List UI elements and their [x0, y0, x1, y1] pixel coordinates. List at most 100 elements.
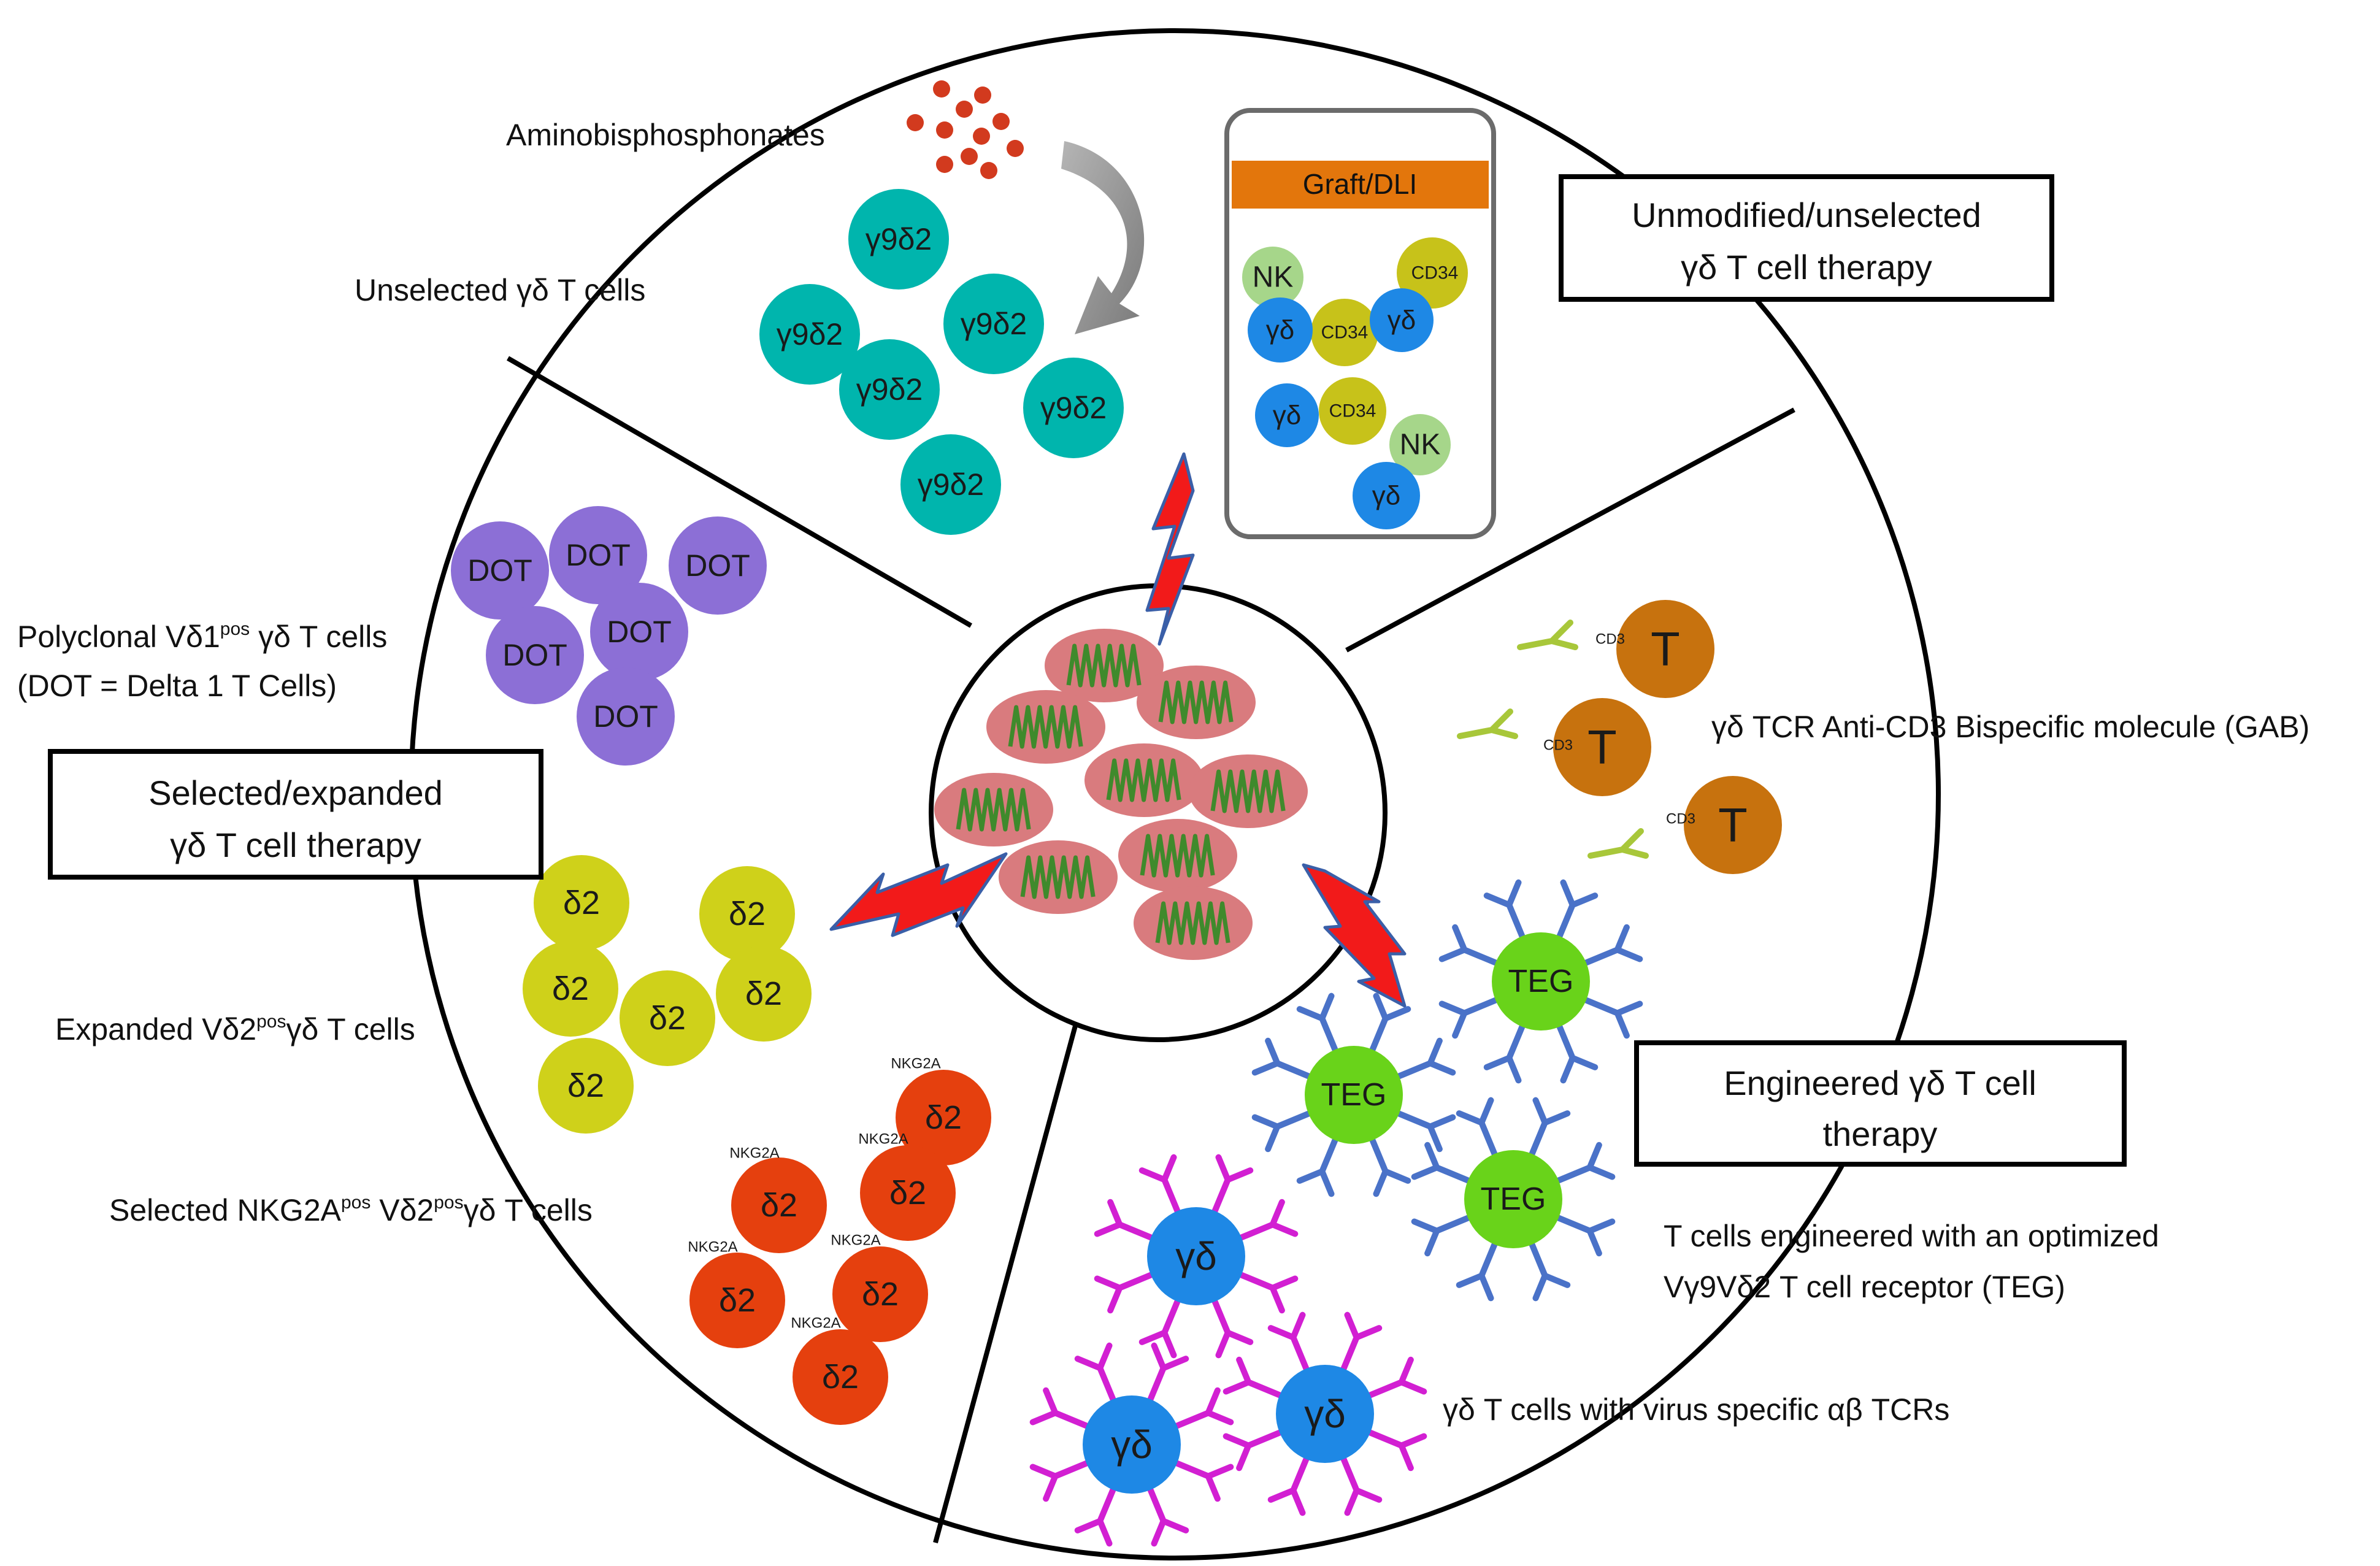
cd3-antibody-icon — [1587, 828, 1649, 859]
dot-cell-body — [669, 516, 767, 615]
delta2-cell-body — [699, 866, 795, 962]
receptor-icon — [1267, 1311, 1310, 1372]
g9d2-cell-label: γ9δ2 — [1040, 391, 1107, 425]
molecule-dot — [936, 156, 953, 173]
teg-cell-label: TEG — [1481, 1181, 1546, 1217]
receptor-icon — [1555, 1215, 1616, 1257]
graft-cd34-cell-label: CD34 — [1411, 263, 1459, 283]
virus-specific-gd-cell: γδ — [1094, 1154, 1299, 1359]
dot-cell-label: DOT — [566, 538, 631, 572]
teg-cell-label: TEG — [1508, 964, 1574, 999]
cd3-antibody-icon — [1517, 620, 1578, 650]
tumor-cell-body — [934, 773, 1053, 846]
box-unmodified-line2: γδ T cell therapy — [1681, 248, 1932, 286]
receptor-icon — [1556, 1023, 1599, 1084]
tumor-cell-body — [1134, 886, 1253, 960]
teg-cell-body — [1492, 932, 1590, 1031]
receptor-icon — [1483, 1023, 1526, 1084]
t-cell-label: T — [1587, 720, 1617, 774]
dot-cell: DOT — [577, 667, 675, 766]
receptor-icon — [1395, 1037, 1456, 1080]
t-cell-body — [1684, 776, 1782, 874]
nkg2a-delta2-cell-label: δ2 — [822, 1359, 859, 1395]
tumor-squiggle — [1155, 901, 1230, 945]
label-aminobisphosphonates: Aminobisphosphonates — [506, 118, 825, 152]
graft-nk-cell: NK — [1389, 414, 1451, 475]
receptor-icon — [1138, 1154, 1181, 1215]
receptor-icon — [1094, 1199, 1154, 1241]
receptor-icon — [1583, 924, 1643, 966]
dot-cell: DOT — [590, 583, 688, 681]
g9d2-cell: γ9δ2 — [839, 339, 940, 440]
tumor-squiggle — [1008, 705, 1083, 749]
molecule-dot — [907, 114, 924, 131]
dot-cell: DOT — [669, 516, 767, 615]
receptor-icon — [1556, 879, 1599, 940]
receptor-icon — [1147, 1486, 1189, 1547]
curved-arrow-icon — [1061, 141, 1145, 334]
nkg2a-delta2-cell-label: δ2 — [925, 1099, 962, 1136]
dot-cell-label: DOT — [685, 548, 750, 583]
graft-gd-cell-body — [1248, 297, 1313, 363]
g9d2-cell: γ9δ2 — [848, 189, 949, 290]
graft-nk-cell: NK — [1242, 247, 1303, 308]
lightning-bolt-icon — [1302, 863, 1407, 1008]
lightning-bolt-icon — [1145, 452, 1195, 646]
delta2-cell: δ2 — [716, 946, 812, 1042]
nkg2a-marker-label: NKG2A — [688, 1239, 737, 1256]
virus-specific-gd-cell-label: γδ — [1175, 1234, 1217, 1278]
g9d2-cell-body — [900, 434, 1001, 535]
dot-cell: DOT — [486, 606, 584, 704]
tumor-cell-body — [999, 840, 1118, 914]
delta2-cell: δ2 — [534, 855, 629, 951]
nkg2a-marker-label: NKG2A — [891, 1056, 940, 1072]
tumor-squiggle — [1106, 758, 1181, 802]
dot-cell-body — [577, 667, 675, 766]
tumor-cell — [1118, 819, 1237, 892]
cd3-label: CD3 — [1666, 811, 1695, 827]
cd3-label: CD3 — [1543, 737, 1573, 754]
delta2-cell-body — [523, 941, 618, 1037]
g9d2-cell-body — [1023, 358, 1124, 458]
g9d2-cell: γ9δ2 — [759, 284, 860, 385]
molecule-dot — [980, 162, 997, 179]
g9d2-cell-label: γ9δ2 — [918, 467, 984, 502]
tumor-squiggle — [956, 788, 1031, 832]
divider-upper-left — [506, 356, 973, 628]
graft-cd34-cell: CD34 — [1311, 299, 1378, 366]
label-virus-specific: γδ T cells with virus specific αβ TCRs — [1443, 1392, 1949, 1427]
receptor-icon — [1367, 1429, 1427, 1472]
receptor-icon — [1173, 1387, 1234, 1429]
receptor-icon — [1211, 1298, 1254, 1359]
receptor-icon — [1138, 1298, 1181, 1359]
dot-cell-label: DOT — [593, 699, 658, 734]
cd3-antibody-icon — [1457, 708, 1518, 739]
receptor-icon — [1395, 1110, 1456, 1153]
label-nkg2a-selected: Selected NKG2Apos Vδ2posγδ T cells — [109, 1192, 593, 1227]
molecule-dot — [973, 128, 990, 145]
nkg2a-delta2-cell-body — [731, 1157, 827, 1253]
delta2-cell-label: δ2 — [563, 885, 600, 921]
dot-cell-body — [451, 521, 549, 620]
nkg2a-delta2-cell-body — [793, 1329, 888, 1425]
receptor-icon — [1211, 1154, 1254, 1215]
tumor-cell — [1134, 886, 1253, 960]
receptor-icon — [1074, 1486, 1116, 1547]
t-cell-label: T — [1651, 622, 1680, 676]
virus-specific-gd-cell: γδ — [1029, 1342, 1234, 1547]
tumor-squiggle — [1066, 643, 1142, 688]
virus-specific-gd-cell-body — [1147, 1207, 1245, 1305]
delta2-cell: δ2 — [620, 970, 715, 1066]
receptor-icon — [1583, 997, 1643, 1039]
receptor-icon — [1529, 1097, 1571, 1157]
graft-nk-cell-label: NK — [1253, 261, 1294, 294]
graft-gd-cell: γδ — [1255, 383, 1319, 447]
graft-gd-cell-label: γδ — [1273, 401, 1302, 431]
nkg2a-delta2-cell-body — [896, 1070, 991, 1165]
teg-cell: TEG — [1438, 879, 1643, 1084]
delta2-cell-label: δ2 — [649, 1000, 686, 1037]
